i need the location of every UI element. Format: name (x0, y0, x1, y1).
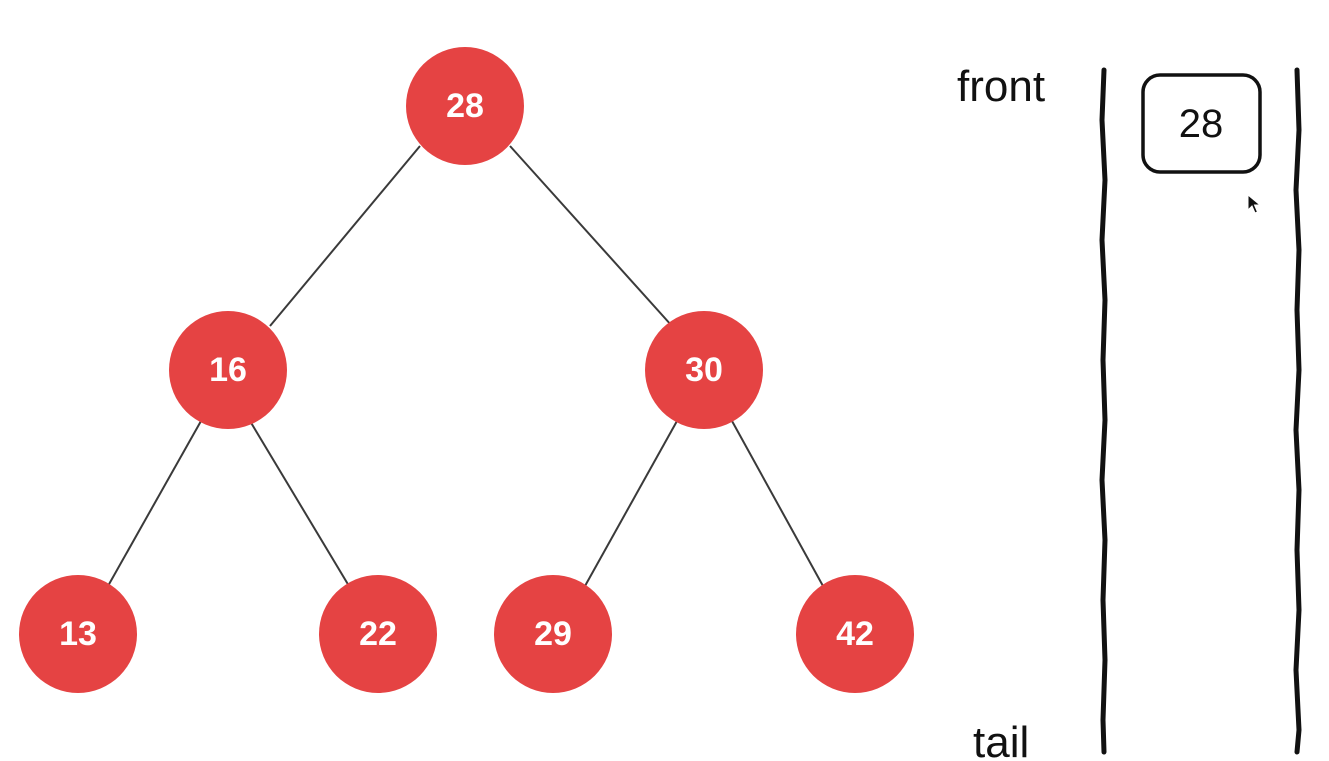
tree-node-13: 13 (19, 575, 137, 693)
tree-edges (107, 145, 824, 587)
edge-16-22 (249, 420, 350, 587)
node-label: 16 (209, 351, 247, 389)
tree-node-29: 29 (494, 575, 612, 693)
tree-node-30: 30 (645, 311, 763, 429)
node-label: 28 (446, 87, 484, 125)
mouse-pointer-icon (1247, 193, 1262, 214)
edge-28-16 (269, 145, 421, 327)
queue-right-wall (1293, 67, 1302, 755)
node-label: 30 (685, 351, 723, 389)
node-label: 42 (836, 615, 874, 653)
node-label: 13 (59, 615, 97, 653)
tree-node-16: 16 (169, 311, 287, 429)
tree-node-28: 28 (406, 47, 524, 165)
edge-30-29 (584, 420, 678, 587)
edge-28-30 (509, 145, 673, 327)
queue-item: 28 (1141, 73, 1262, 174)
queue-front-label: front (957, 62, 1045, 111)
tree-nodes: 28 16 30 13 22 29 42 (19, 47, 914, 693)
tree-node-42: 42 (796, 575, 914, 693)
edge-16-13 (107, 420, 202, 587)
node-label: 22 (359, 615, 397, 653)
queue-left-wall (1099, 67, 1108, 755)
edge-30-42 (731, 420, 824, 587)
node-label: 29 (534, 615, 572, 653)
queue: front tail 28 (957, 62, 1302, 761)
queue-item-value: 28 (1179, 102, 1224, 146)
tree-node-22: 22 (319, 575, 437, 693)
queue-tail-label: tail (973, 718, 1029, 761)
